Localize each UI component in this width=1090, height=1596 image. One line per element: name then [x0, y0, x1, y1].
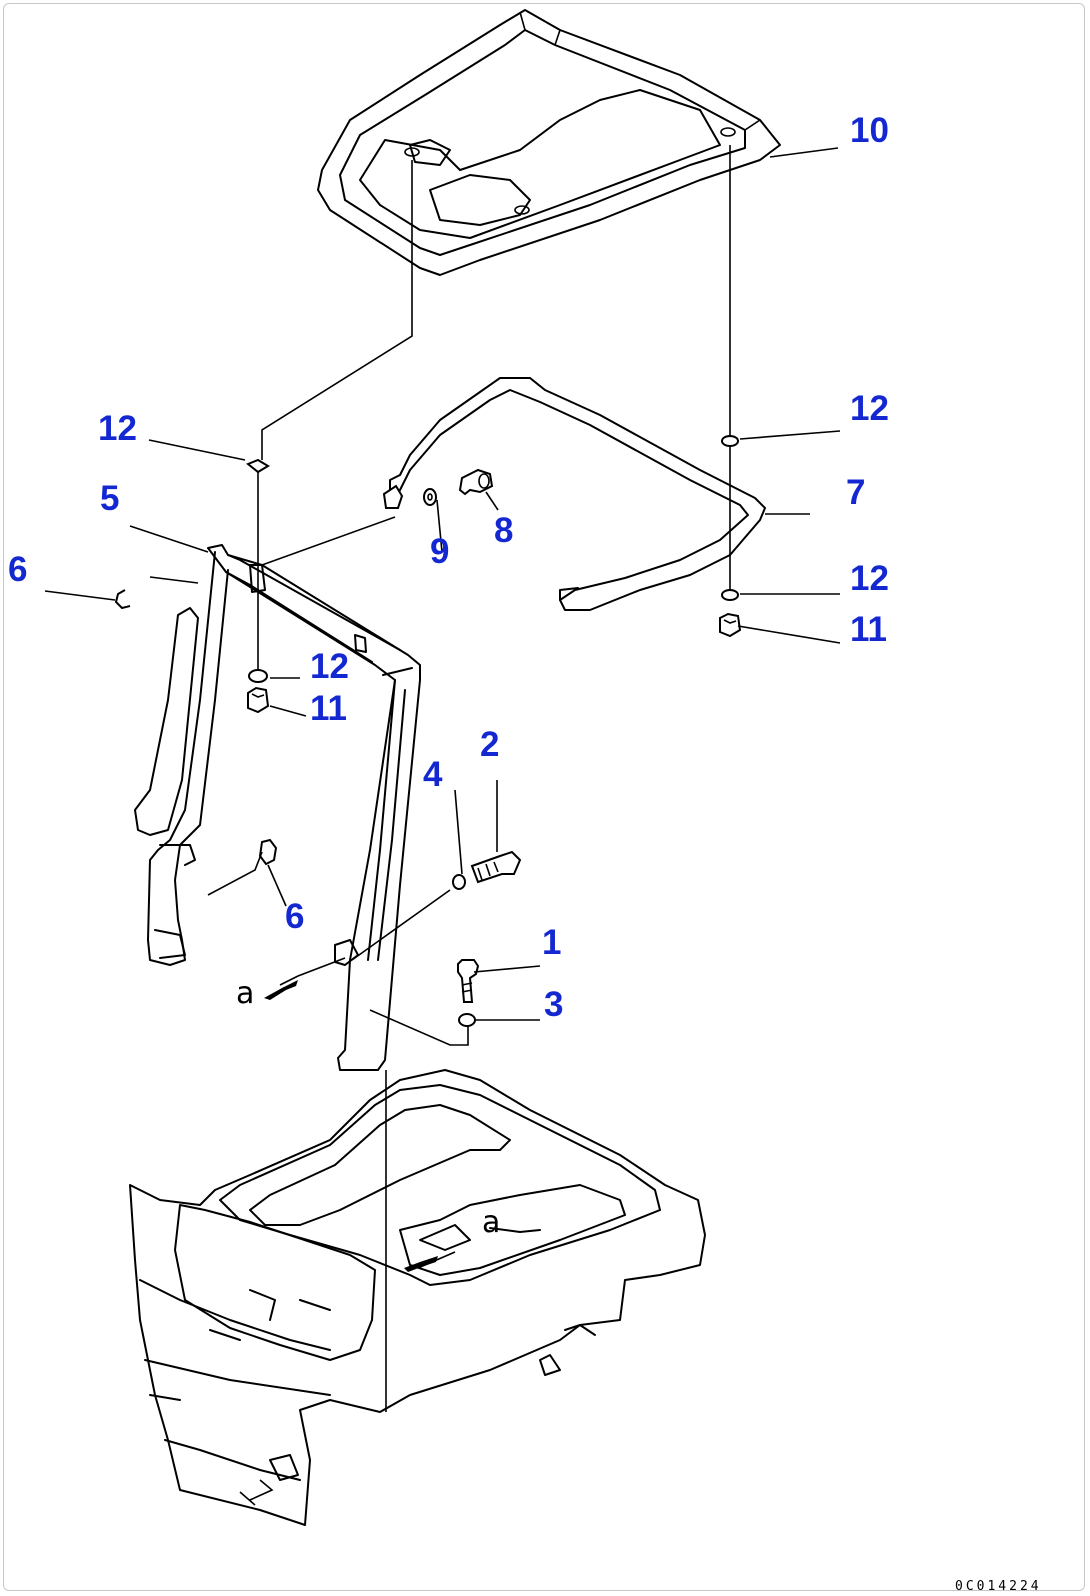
washer-12-d [248, 669, 268, 683]
roof-panel [317, 9, 781, 276]
rear-bar [389, 377, 766, 611]
callout-c4: 4 [423, 755, 443, 794]
hardware [114, 435, 742, 1027]
nut-11-a [247, 686, 270, 714]
washer-12-c [721, 589, 739, 601]
callout-c8: 8 [494, 511, 513, 550]
callout-c11b: 11 [850, 610, 887, 649]
callout-c6b: 6 [285, 897, 304, 936]
callout-c11a: 11 [310, 689, 347, 728]
canopy-frame [134, 544, 421, 1071]
document-number: 0C014224 [955, 1579, 1042, 1594]
view-mark-a-floor: a [482, 1205, 500, 1240]
callout-c12b: 12 [850, 389, 889, 428]
callout-c3: 3 [544, 985, 563, 1024]
washer-3 [458, 1013, 476, 1027]
callout-c6a: 6 [8, 550, 27, 589]
washer-12-a [246, 458, 270, 474]
bolt-1 [457, 959, 480, 1003]
washer-9 [423, 488, 437, 506]
callout-c12c: 12 [850, 559, 889, 598]
washer-4 [452, 874, 466, 890]
callout-c2: 2 [480, 725, 499, 764]
drawing-frame [3, 3, 1085, 1591]
leader-lines [44, 145, 841, 1412]
clip-6-b [258, 838, 278, 866]
washer-12-b [721, 435, 739, 447]
callout-c12a: 12 [98, 409, 137, 448]
view-mark-a-left: a [236, 976, 254, 1011]
callout-c7: 7 [846, 473, 865, 512]
clip-6-a [114, 589, 131, 610]
callout-c12d: 12 [310, 647, 349, 686]
callout-c9: 9 [430, 532, 449, 571]
view-arrows [264, 980, 438, 1272]
callout-c5: 5 [100, 479, 119, 518]
bolt-8 [458, 468, 494, 496]
callout-c10: 10 [850, 111, 889, 150]
nut-11-b [719, 612, 742, 638]
callout-c1: 1 [542, 923, 561, 962]
floor-base [129, 1069, 706, 1526]
